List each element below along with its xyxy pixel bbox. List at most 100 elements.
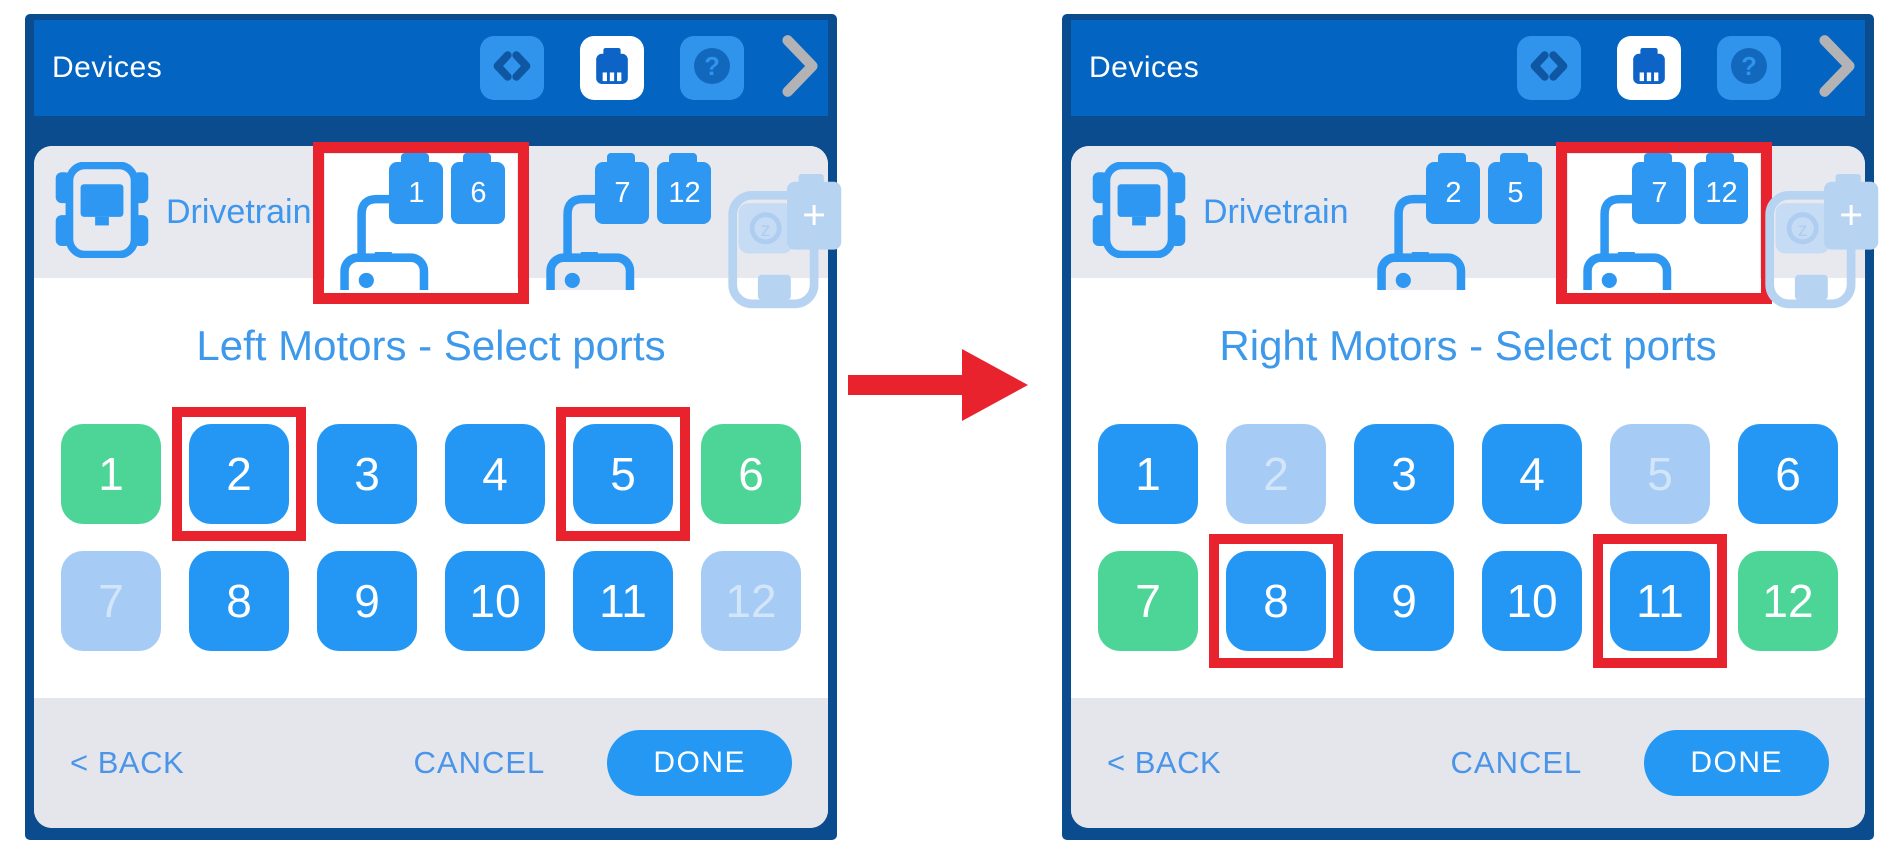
forward-chevron-button[interactable] <box>1817 34 1857 103</box>
back-link[interactable]: < BACK <box>1107 745 1222 780</box>
help-button[interactable]: ? <box>1717 36 1781 100</box>
drivetrain-label: Drivetrain <box>166 192 312 231</box>
port-badge: 12 <box>657 153 712 224</box>
svg-text:?: ? <box>704 53 720 81</box>
port-badge: 1 <box>389 153 444 224</box>
motor-group-icon: 2 5 <box>1374 153 1543 290</box>
help-button[interactable]: ? <box>680 36 744 100</box>
devices-button[interactable] <box>1617 36 1681 100</box>
chevron-right-icon <box>1818 34 1856 103</box>
motor-group-tab-1[interactable]: 2 5 <box>1362 153 1554 294</box>
devices-panel-left-motors: Devices <box>25 14 842 840</box>
port-grid: 1 2 3 4 5 6 7 8 9 10 11 12 <box>1098 424 1838 668</box>
port-select-content: Left Motors - Select ports 1 2 3 4 5 6 7… <box>34 278 828 698</box>
port-badge: 6 <box>451 153 506 224</box>
done-button[interactable]: DONE <box>1644 730 1829 796</box>
motor-group-icon: 7 12 <box>1580 153 1749 290</box>
wizard-footer: < BACK CANCEL DONE <box>1071 698 1865 828</box>
port-select-content: Right Motors - Select ports 1 2 3 4 5 6 … <box>1071 278 1865 698</box>
port-badge: 12 <box>1694 153 1749 224</box>
help-icon: ? <box>1725 42 1773 95</box>
port-button-6[interactable]: 6 <box>701 424 801 524</box>
motor-group-icon: 7 12 <box>543 153 712 290</box>
port-badge: 7 <box>595 153 650 224</box>
port-button-11[interactable]: 11 <box>573 551 673 651</box>
svg-text:z: z <box>761 219 771 241</box>
svg-text:z: z <box>1798 219 1808 241</box>
brain-port-icon <box>1626 43 1672 94</box>
port-button-6[interactable]: 6 <box>1738 424 1838 524</box>
port-button-3[interactable]: 3 <box>1354 424 1454 524</box>
port-button-7[interactable]: 7 <box>1098 551 1198 651</box>
done-button[interactable]: DONE <box>607 730 792 796</box>
port-button-8[interactable]: 8 <box>189 551 289 651</box>
drivetrain-robot-icon <box>54 161 150 263</box>
code-button[interactable] <box>1517 36 1581 100</box>
device-bar: Drivetrain 1 6 <box>34 142 842 309</box>
port-button-9[interactable]: 9 <box>317 551 417 651</box>
add-device-button[interactable]: z + <box>723 162 849 312</box>
port-button-10[interactable]: 10 <box>1482 551 1582 651</box>
code-icon <box>1526 43 1572 94</box>
port-button-7[interactable]: 7 <box>61 551 161 651</box>
port-button-2[interactable]: 2 <box>1226 424 1326 524</box>
app-header: Devices <box>34 20 828 116</box>
devices-card: Drivetrain 2 5 <box>1071 142 1879 828</box>
port-button-8[interactable]: 8 <box>1209 534 1343 668</box>
port-button-4[interactable]: 4 <box>1482 424 1582 524</box>
back-link[interactable]: < BACK <box>70 745 185 780</box>
device-bar: Drivetrain 2 5 <box>1071 142 1879 309</box>
devices-button[interactable] <box>580 36 644 100</box>
sidebar-item-drivetrain[interactable]: Drivetrain <box>1091 146 1348 278</box>
header-actions: ? <box>480 34 820 103</box>
port-button-5[interactable]: 5 <box>556 407 690 541</box>
port-button-11[interactable]: 11 <box>1593 534 1727 668</box>
add-device-icon: z + <box>1765 174 1879 309</box>
devices-panel-right-motors: Devices <box>1062 14 1879 840</box>
sidebar-item-drivetrain[interactable]: Drivetrain <box>54 146 311 278</box>
drivetrain-robot-icon <box>1091 161 1187 263</box>
app-header: Devices <box>1071 20 1865 116</box>
motor-group-tab-2[interactable]: 7 12 <box>1556 142 1773 304</box>
port-button-1[interactable]: 1 <box>1098 424 1198 524</box>
red-arrow-icon <box>848 349 1028 421</box>
port-badge: 7 <box>1632 153 1687 224</box>
page-title: Devices <box>52 51 163 84</box>
svg-text:+: + <box>803 191 827 237</box>
forward-chevron-button[interactable] <box>780 34 820 103</box>
port-badge: 2 <box>1426 153 1481 224</box>
cancel-link[interactable]: CANCEL <box>1450 745 1583 780</box>
code-icon <box>489 43 535 94</box>
port-badge: 5 <box>1488 153 1543 224</box>
devices-card: Drivetrain 1 6 <box>34 142 842 828</box>
port-button-1[interactable]: 1 <box>61 424 161 524</box>
motor-group-tab-2[interactable]: 7 12 <box>531 153 723 294</box>
port-grid: 1 2 3 4 5 6 7 8 9 10 11 12 <box>61 407 801 651</box>
port-button-3[interactable]: 3 <box>317 424 417 524</box>
chevron-right-icon <box>781 34 819 103</box>
port-button-12[interactable]: 12 <box>701 551 801 651</box>
brain-port-icon <box>589 43 635 94</box>
port-button-12[interactable]: 12 <box>1738 551 1838 651</box>
svg-text:+: + <box>1840 191 1864 237</box>
transition-arrow <box>848 346 1030 424</box>
select-ports-title: Right Motors - Select ports <box>1219 322 1717 369</box>
svg-text:?: ? <box>1741 53 1757 81</box>
code-button[interactable] <box>480 36 544 100</box>
help-icon: ? <box>688 42 736 95</box>
select-ports-title: Left Motors - Select ports <box>196 322 666 369</box>
port-button-10[interactable]: 10 <box>445 551 545 651</box>
port-button-5[interactable]: 5 <box>1610 424 1710 524</box>
cancel-link[interactable]: CANCEL <box>413 745 546 780</box>
add-device-icon: z + <box>728 174 842 309</box>
header-actions: ? <box>1517 34 1857 103</box>
port-button-4[interactable]: 4 <box>445 424 545 524</box>
motor-group-icon: 1 6 <box>337 153 506 290</box>
page-title: Devices <box>1089 51 1200 84</box>
add-device-button[interactable]: z + <box>1760 162 1884 312</box>
wizard-footer: < BACK CANCEL DONE <box>34 698 828 828</box>
drivetrain-label: Drivetrain <box>1203 192 1349 231</box>
port-button-9[interactable]: 9 <box>1354 551 1454 651</box>
motor-group-tab-1[interactable]: 1 6 <box>313 142 530 304</box>
port-button-2[interactable]: 2 <box>172 407 306 541</box>
